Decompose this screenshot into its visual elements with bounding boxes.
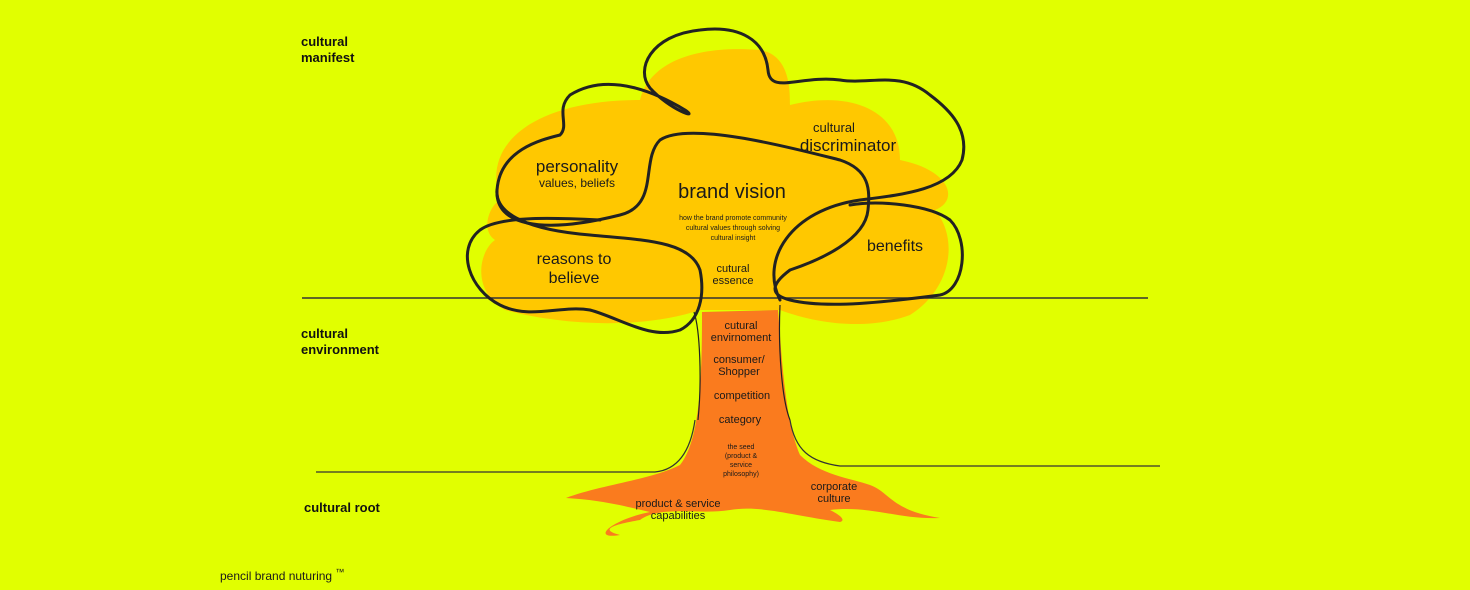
essence-line2: essence (712, 275, 754, 287)
trunk-consumer: consumer/ Shopper (713, 354, 764, 378)
footer-brand-text: pencil brand nuturing (220, 569, 333, 583)
root-product-service: product & service capabilities (636, 498, 721, 522)
seed-line1: the seed (727, 444, 755, 451)
seed-line2: (product & (724, 453, 758, 460)
brand-vision-desc-line2: cultural values through solving (685, 225, 781, 232)
level-label-environment-line1: cultural (301, 326, 348, 341)
reasons-line1: reasons to (536, 251, 612, 268)
root-corporate-culture: corporate culture (811, 481, 857, 505)
trunk-env-line2: envirnoment (710, 332, 772, 344)
canopy-outline (495, 27, 966, 306)
personality-title: personality (535, 157, 619, 176)
discriminator-title: discriminator (799, 136, 897, 155)
personality-subtitle: values, beliefs (538, 176, 616, 190)
essence-line1: cutural (716, 263, 750, 275)
root-product-line1: product & service (635, 498, 721, 510)
cultural-essence: cutural essence (713, 263, 754, 287)
reasons-line2: believe (548, 270, 600, 287)
trunk-env-line1: cutural (724, 320, 758, 332)
trunk-consumer-line2: Shopper (718, 366, 760, 378)
brand-vision-desc-line1: how the brand promote community (679, 215, 787, 222)
seed-line3: service (729, 462, 753, 469)
level-label-manifest-line1: cultural (301, 34, 348, 49)
brand-vision-desc-line3: cultural insight (710, 235, 756, 242)
level-label-environment-line2: environment (301, 342, 380, 357)
root-corporate-line1: corporate (810, 481, 858, 493)
canopy-shape (481, 49, 949, 325)
level-label-root: cultural root (304, 500, 380, 515)
brand-vision-title: brand vision (678, 181, 786, 203)
trademark-icon: ™ (335, 567, 345, 577)
trunk-cultural-environment: cutural envirnoment (711, 320, 772, 344)
root-product-line2: capabilities (650, 510, 706, 522)
level-label-environment: cultural environment (301, 326, 379, 358)
level-label-manifest: cultural manifest (301, 34, 354, 66)
trunk-outline-right (778, 304, 791, 421)
trunk-seed: the seed (product & service philosophy) (723, 443, 759, 479)
reasons-to-believe: reasons to believe (537, 250, 612, 288)
footer-brand: pencil brand nuturing ™ (220, 567, 344, 583)
trunk-competition: competition (713, 390, 771, 402)
trunk-category: category (718, 414, 762, 426)
canopy-outline-left (465, 188, 704, 335)
level-label-manifest-line2: manifest (301, 50, 355, 65)
trunk-consumer-line1: consumer/ (713, 354, 765, 366)
divider-line-bottom (316, 419, 696, 473)
benefits-label: benefits (866, 238, 924, 255)
root-corporate-line2: culture (817, 493, 851, 505)
discriminator-small: cultural (813, 120, 855, 135)
seed-line4: philosophy) (723, 471, 759, 478)
brand-vision-description: how the brand promote community cultural… (679, 214, 787, 244)
trunk-outline-left (693, 311, 701, 421)
divider-line-bottom-right (789, 419, 1160, 467)
trunk-shape (566, 310, 940, 536)
